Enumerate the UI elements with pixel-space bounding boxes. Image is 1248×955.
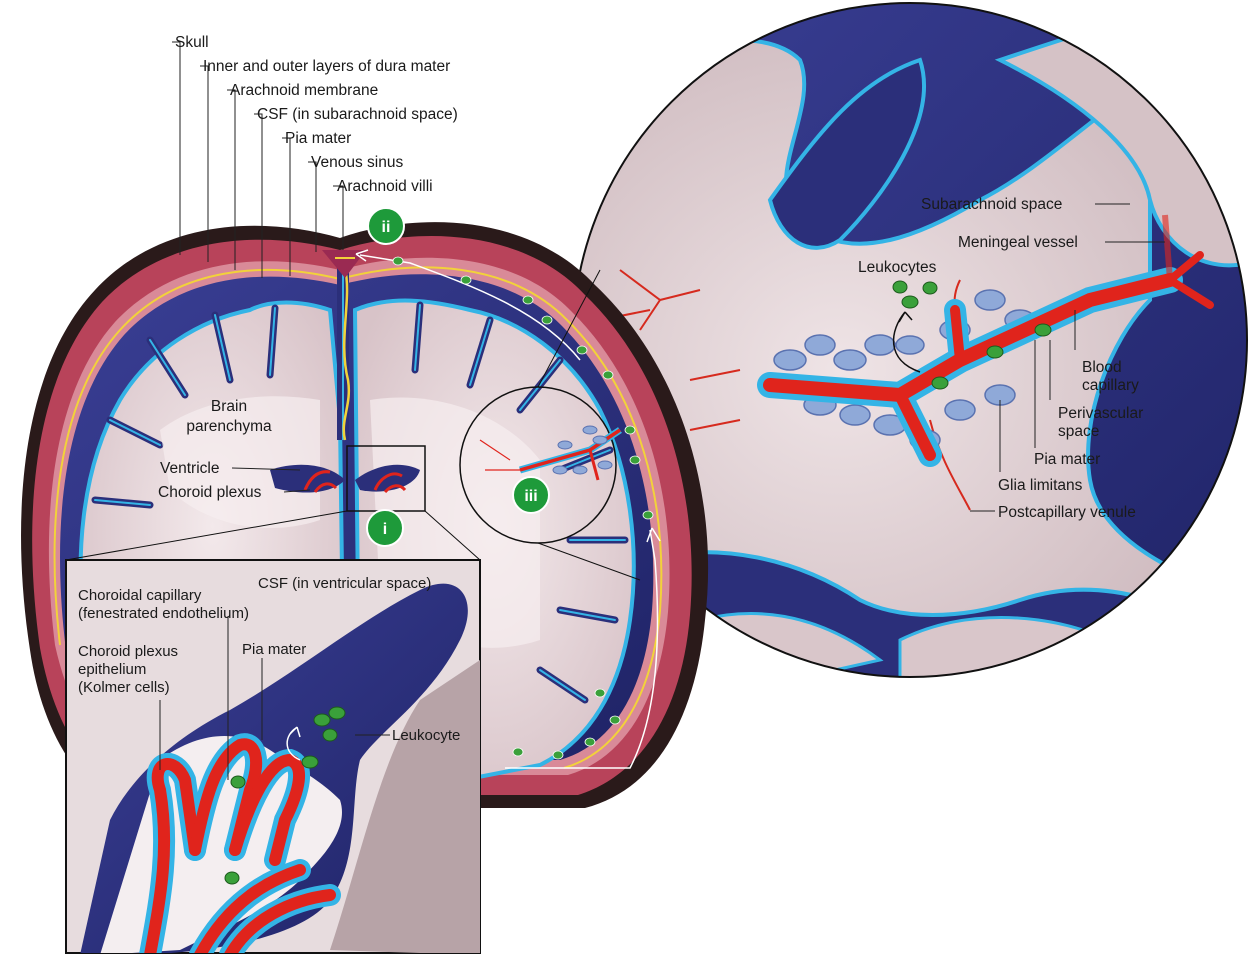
- label-parenchyma: parenchyma: [186, 418, 272, 435]
- label-choroid-plexus: Choroid plexus: [158, 484, 262, 501]
- label-perivascular-space: space: [1058, 423, 1099, 440]
- label-cp-epithelium-2: epithelium: [78, 661, 146, 678]
- label-perivascular: Perivascular: [1058, 405, 1143, 422]
- label-postcapillary-venule: Postcapillary venule: [998, 504, 1136, 521]
- label-leukocyte: Leukocyte: [392, 727, 460, 744]
- badge-ii: ii: [368, 208, 404, 244]
- label-leukocytes: Leukocytes: [858, 259, 937, 276]
- label-blood: Blood: [1082, 359, 1122, 376]
- label-cp-epithelium-1: Choroid plexus: [78, 643, 178, 660]
- label-skull: Skull: [175, 34, 209, 51]
- label-capillary: capillary: [1082, 377, 1139, 394]
- label-pia-mater-right: Pia mater: [1034, 451, 1100, 468]
- label-choroidal-capillary: Choroidal capillary: [78, 587, 202, 604]
- label-fenestrated: (fenestrated endothelium): [78, 605, 249, 622]
- label-brain: Brain: [211, 398, 247, 415]
- label-venous-sinus: Venous sinus: [311, 154, 403, 171]
- label-pia-mater-inset: Pia mater: [242, 641, 306, 658]
- label-glia-limitans: Glia limitans: [998, 477, 1083, 494]
- svg-text:iii: iii: [524, 488, 537, 505]
- label-arachnoid-villi: Arachnoid villi: [337, 178, 433, 195]
- label-dura: Inner and outer layers of dura mater: [203, 58, 450, 75]
- svg-text:i: i: [383, 521, 387, 538]
- label-ventricle: Ventricle: [160, 460, 219, 477]
- label-kolmer-cells: (Kolmer cells): [78, 679, 170, 696]
- label-meningeal-vessel: Meningeal vessel: [958, 234, 1078, 251]
- svg-text:ii: ii: [382, 219, 391, 236]
- label-csf-ventricular: CSF (in ventricular space): [258, 575, 431, 592]
- badge-iii: iii: [513, 477, 549, 513]
- label-subarachnoid-space: Subarachnoid space: [921, 196, 1062, 213]
- label-pia-mater-top: Pia mater: [285, 130, 351, 147]
- label-csf-subarachnoid: CSF (in subarachnoid space): [257, 106, 458, 123]
- badge-i: i: [367, 510, 403, 546]
- label-arachnoid: Arachnoid membrane: [230, 82, 378, 99]
